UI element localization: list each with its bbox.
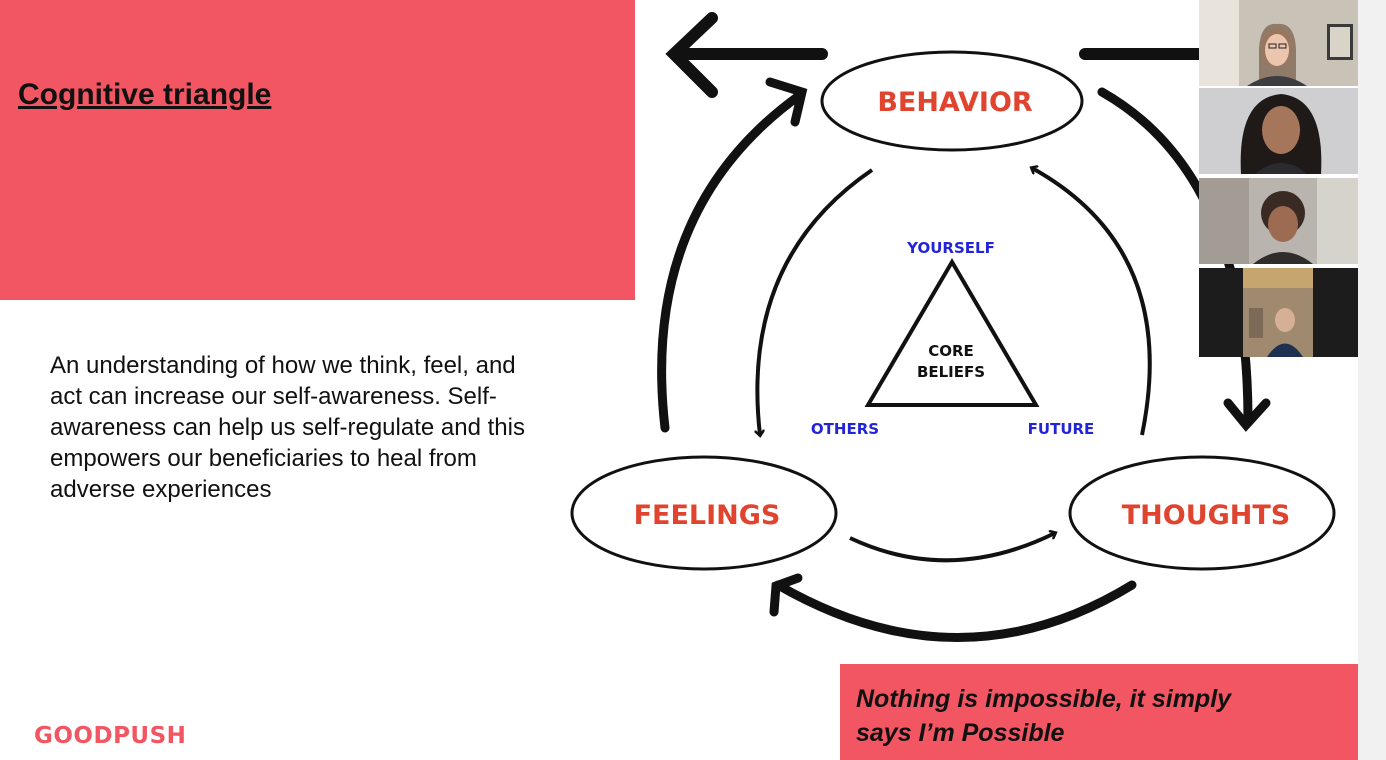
quote-line-1: Nothing is impossible, it simply [856, 685, 1232, 713]
inner-arrow-behavior-to-feelings [757, 168, 874, 435]
others-label: OTHERS [811, 420, 879, 438]
participant-video-2[interactable] [1199, 88, 1358, 174]
quote-line-2: says I’m Possible [856, 719, 1065, 747]
scrollbar-track[interactable] [1358, 0, 1386, 760]
slide-title: Cognitive triangle [18, 78, 272, 111]
participant-4-thumbnail [1199, 268, 1358, 357]
outer-arrow-left [665, 12, 828, 98]
yourself-label: YOURSELF [906, 239, 995, 257]
feelings-ellipse [570, 455, 838, 571]
core-label-line-2: BELIEFS [917, 363, 985, 381]
outer-arrow-feelings-to-behavior [657, 77, 808, 433]
inner-arrow-feelings-to-thoughts [849, 533, 1055, 563]
feelings-label: FEELINGS [634, 500, 781, 531]
quote-box: Nothing is impossible, it simply says I’… [840, 664, 1358, 760]
behavior-label: BEHAVIOR [877, 87, 1033, 118]
participant-2-thumbnail [1199, 88, 1358, 174]
core-beliefs-triangle [864, 258, 1040, 407]
participant-1-thumbnail [1199, 0, 1358, 86]
participant-video-1[interactable] [1199, 0, 1358, 86]
behavior-ellipse [820, 50, 1084, 152]
inner-arrow-thoughts-to-behavior [1032, 168, 1152, 436]
core-label-line-1: CORE [928, 342, 974, 360]
thoughts-label: THOUGHTS [1122, 500, 1291, 531]
title-panel: Cognitive triangle [0, 0, 635, 300]
future-label: FUTURE [1028, 420, 1095, 438]
participant-video-stack [1199, 0, 1358, 357]
participant-3-thumbnail [1199, 178, 1358, 264]
goodpush-logo: GOODPUSH [34, 723, 187, 749]
cognitive-triangle-diagram: BEHAVIOR FEELINGS THOUGHTS CORE BELIEFS … [570, 12, 1336, 642]
participant-video-4[interactable] [1199, 268, 1358, 357]
presentation-slide: Cognitive triangle An understanding of h… [0, 0, 1358, 760]
outer-arrow-thoughts-to-feelings [769, 573, 1137, 642]
participant-video-3[interactable] [1199, 178, 1358, 264]
slide-body-text: An understanding of how we think, feel, … [50, 352, 525, 503]
thoughts-ellipse [1068, 455, 1336, 571]
quote-text: Nothing is impossible, it simply says I’… [856, 682, 1346, 750]
